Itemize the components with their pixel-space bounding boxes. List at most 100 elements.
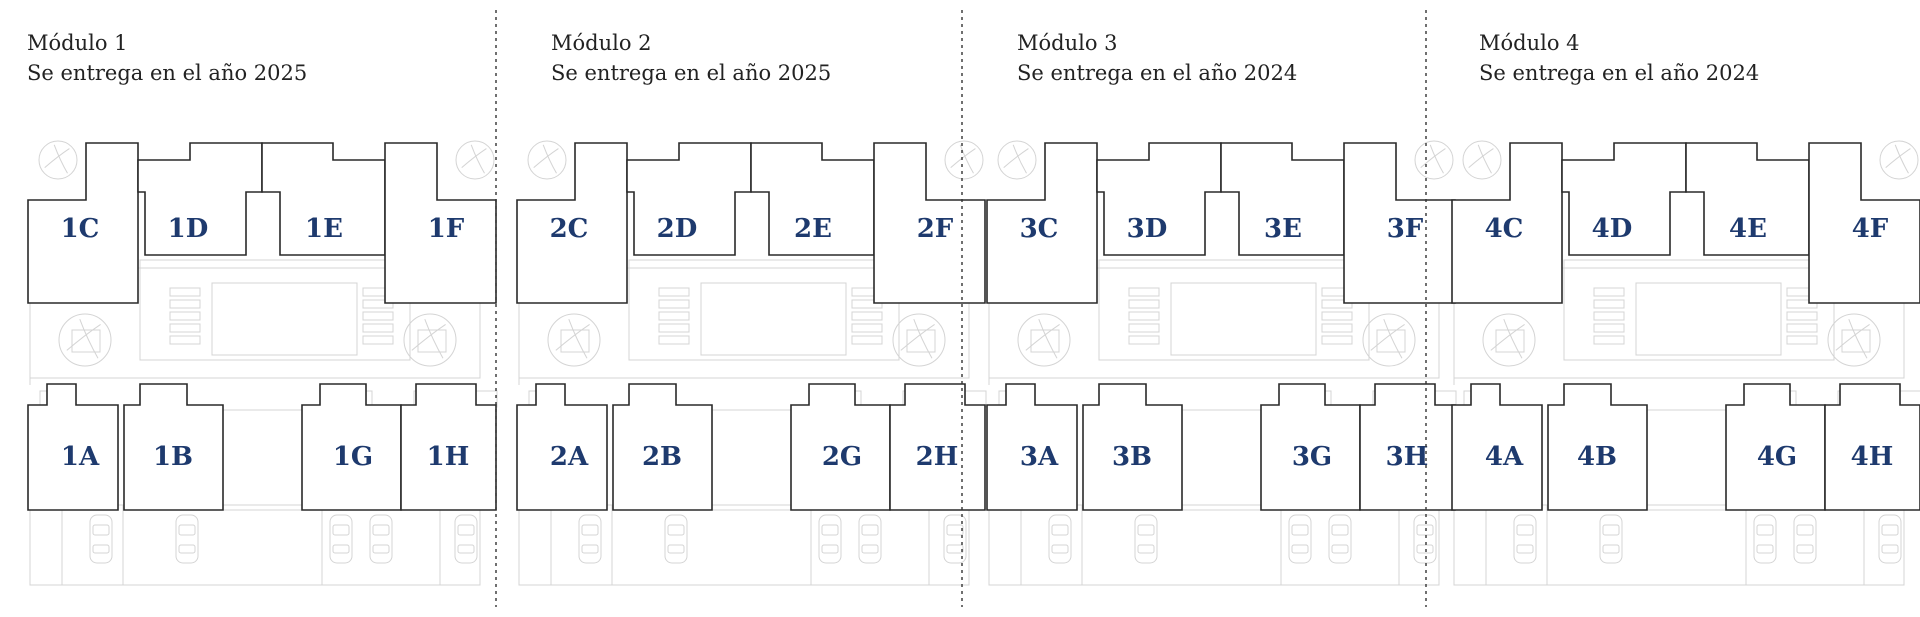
access-path xyxy=(1645,409,1727,511)
unit-outline-g xyxy=(1725,383,1826,511)
tree xyxy=(1462,140,1502,180)
unit-label-4b: 4B xyxy=(1577,442,1617,472)
parked-car xyxy=(943,514,967,564)
unit-label-2c: 2C xyxy=(550,214,589,244)
sunbed xyxy=(1128,299,1160,309)
unit-label-2g: 2G xyxy=(822,442,862,472)
unit-outline-h xyxy=(1824,383,1920,511)
sunbed xyxy=(1593,323,1625,333)
tree xyxy=(944,140,984,180)
unit-label-3g: 3G xyxy=(1292,442,1332,472)
sunbed xyxy=(851,335,883,345)
unit-label-1b: 1B xyxy=(153,442,193,472)
module-header-1: Módulo 1 Se entrega en el año 2025 xyxy=(27,28,307,88)
unit-outline-c xyxy=(27,142,139,304)
sunbed xyxy=(169,311,201,321)
sunbed xyxy=(362,299,394,309)
planter xyxy=(1376,329,1406,353)
unit-outline-h xyxy=(889,383,986,511)
parked-car xyxy=(1753,514,1777,564)
sunbed xyxy=(1128,311,1160,321)
tree xyxy=(1362,313,1416,367)
sunbed xyxy=(658,287,690,297)
pool-deck xyxy=(1098,259,1370,361)
unit-outline-a xyxy=(1451,383,1543,511)
sunbed xyxy=(658,299,690,309)
unit-outline-d xyxy=(626,142,752,256)
parking-strip xyxy=(988,504,1440,586)
parked-car xyxy=(664,514,688,564)
access-path xyxy=(221,409,303,511)
unit-outline-f xyxy=(873,142,986,304)
sunbed xyxy=(362,335,394,345)
unit-outline-a xyxy=(986,383,1078,511)
parked-car xyxy=(578,514,602,564)
module-header-3: Módulo 3 Se entrega en el año 2024 xyxy=(1017,28,1297,88)
module-delivery: Se entrega en el año 2025 xyxy=(27,61,308,85)
parked-car xyxy=(329,514,353,564)
pool-deck xyxy=(1563,259,1835,361)
sunbed xyxy=(1786,323,1818,333)
unit-label-3d: 3D xyxy=(1127,214,1168,244)
unit-outline-h xyxy=(400,383,497,511)
pool xyxy=(1170,282,1317,356)
module-title: Módulo 4 xyxy=(1479,31,1580,55)
unit-label-3b: 3B xyxy=(1112,442,1152,472)
planter xyxy=(1495,329,1525,353)
module-header-4: Módulo 4 Se entrega en el año 2024 xyxy=(1479,28,1759,88)
sunbed xyxy=(1786,299,1818,309)
sunbed xyxy=(169,299,201,309)
planter xyxy=(1030,329,1060,353)
unit-outline-b xyxy=(123,383,224,511)
unit-label-1c: 1C xyxy=(61,214,100,244)
unit-label-4f: 4F xyxy=(1852,214,1889,244)
unit-outline-g xyxy=(790,383,891,511)
planter xyxy=(417,329,447,353)
module-title: Módulo 1 xyxy=(27,31,128,55)
module-delivery: Se entrega en el año 2024 xyxy=(1479,61,1760,85)
parking-strip xyxy=(518,504,970,586)
unit-label-4e: 4E xyxy=(1729,214,1767,244)
parked-car xyxy=(1328,514,1352,564)
unit-label-3a: 3A xyxy=(1020,442,1059,472)
unit-label-2e: 2E xyxy=(794,214,832,244)
unit-label-2d: 2D xyxy=(657,214,698,244)
unit-outline-c xyxy=(986,142,1098,304)
sunbed xyxy=(1593,299,1625,309)
courtyard xyxy=(518,267,970,379)
sunbed xyxy=(1593,335,1625,345)
unit-label-2b: 2B xyxy=(642,442,682,472)
parked-car xyxy=(369,514,393,564)
unit-outline-c xyxy=(1451,142,1563,304)
parked-car xyxy=(1288,514,1312,564)
tree xyxy=(547,313,601,367)
parked-car xyxy=(454,514,478,564)
parked-car xyxy=(1048,514,1072,564)
unit-label-3f: 3F xyxy=(1387,214,1424,244)
sunbed xyxy=(851,323,883,333)
sunbed xyxy=(1128,335,1160,345)
sunbed xyxy=(1128,287,1160,297)
sunbed xyxy=(1321,311,1353,321)
parking-strip xyxy=(1453,504,1905,586)
tree xyxy=(1414,140,1454,180)
courtyard xyxy=(988,267,1440,379)
unit-outline-g xyxy=(301,383,402,511)
tree xyxy=(455,140,495,180)
unit-outline-d xyxy=(1561,142,1687,256)
unit-label-1g: 1G xyxy=(333,442,373,472)
courtyard xyxy=(29,267,481,379)
pool xyxy=(700,282,847,356)
pool xyxy=(1635,282,1782,356)
unit-outline-h xyxy=(1359,383,1456,511)
sunbed xyxy=(1593,311,1625,321)
parked-car xyxy=(1793,514,1817,564)
parked-car xyxy=(175,514,199,564)
unit-label-4g: 4G xyxy=(1757,442,1797,472)
unit-outlines xyxy=(27,142,1920,511)
tree xyxy=(403,313,457,367)
unit-label-3h: 3H xyxy=(1386,442,1429,472)
unit-outline-g xyxy=(1260,383,1361,511)
